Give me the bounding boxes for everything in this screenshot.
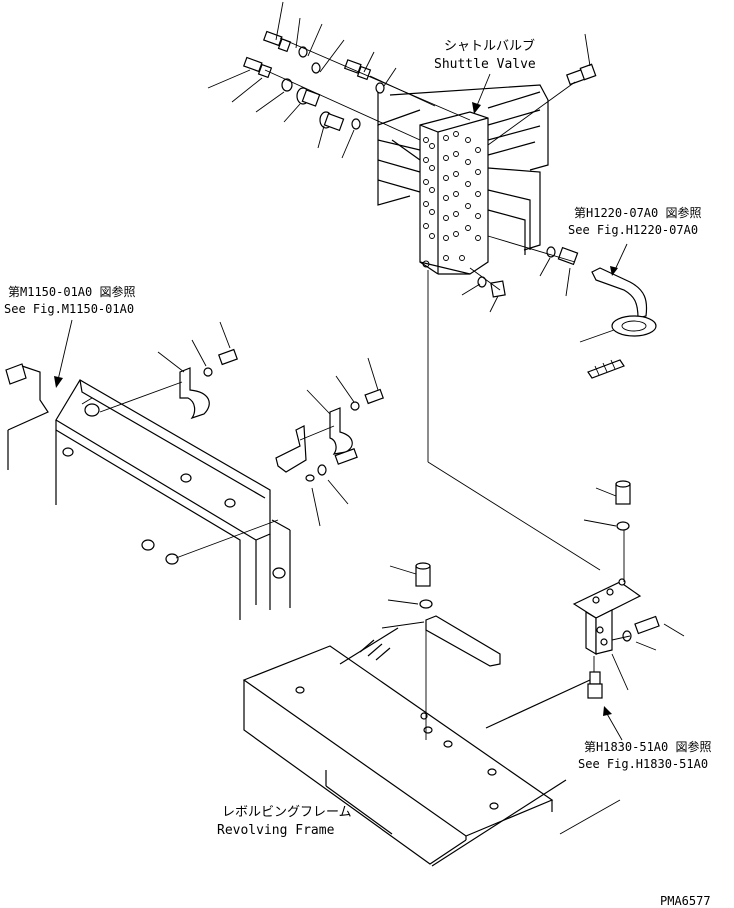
revolving-frame-jp: レボルビングフレーム	[222, 805, 352, 820]
fitting-set-lower	[461, 235, 579, 313]
middle-bracket	[275, 357, 384, 527]
leader-lines-upper	[207, 1, 591, 159]
ref-h1220-jp: 第H1220-07A0 図参照	[574, 205, 701, 220]
shuttle-valve-en: Shuttle Valve	[434, 57, 536, 72]
lower-bracket	[572, 480, 685, 741]
label-revolving-frame: レボルビングフレーム Revolving Frame	[217, 805, 352, 838]
drawing-code: PMA6577	[660, 894, 711, 908]
ref-m1150-en: See Fig.M1150-01A0	[4, 302, 134, 316]
connector-line	[427, 270, 601, 571]
shuttle-valve-arrow	[472, 73, 491, 114]
ref-h1830-jp: 第H1830-51A0 図参照	[584, 739, 711, 754]
fitting-set-upper	[243, 30, 597, 146]
label-h1220: 第H1220-07A0 図参照 See Fig.H1220-07A0	[568, 205, 701, 237]
label-shuttle-valve: シャトルバルブ Shuttle Valve	[434, 38, 536, 72]
mounting-strap	[381, 562, 501, 740]
shuttle-valve-block	[377, 84, 549, 275]
ref-m1150-jp: 第M1150-01A0 図参照	[8, 284, 135, 299]
ref-h1220-en: See Fig.H1220-07A0	[568, 223, 698, 237]
label-h1830: 第H1830-51A0 図参照 See Fig.H1830-51A0	[578, 739, 711, 771]
label-m1150: 第M1150-01A0 図参照 See Fig.M1150-01A0	[4, 284, 135, 316]
clamp-part	[99, 321, 238, 420]
cover-panel	[5, 319, 291, 620]
ref-h1830-en: See Fig.H1830-51A0	[578, 757, 708, 771]
revolving-frame-en: Revolving Frame	[217, 823, 335, 838]
revolving-frame	[242, 627, 621, 867]
hose-assembly	[579, 243, 657, 379]
shuttle-valve-jp: シャトルバルブ	[444, 38, 535, 54]
